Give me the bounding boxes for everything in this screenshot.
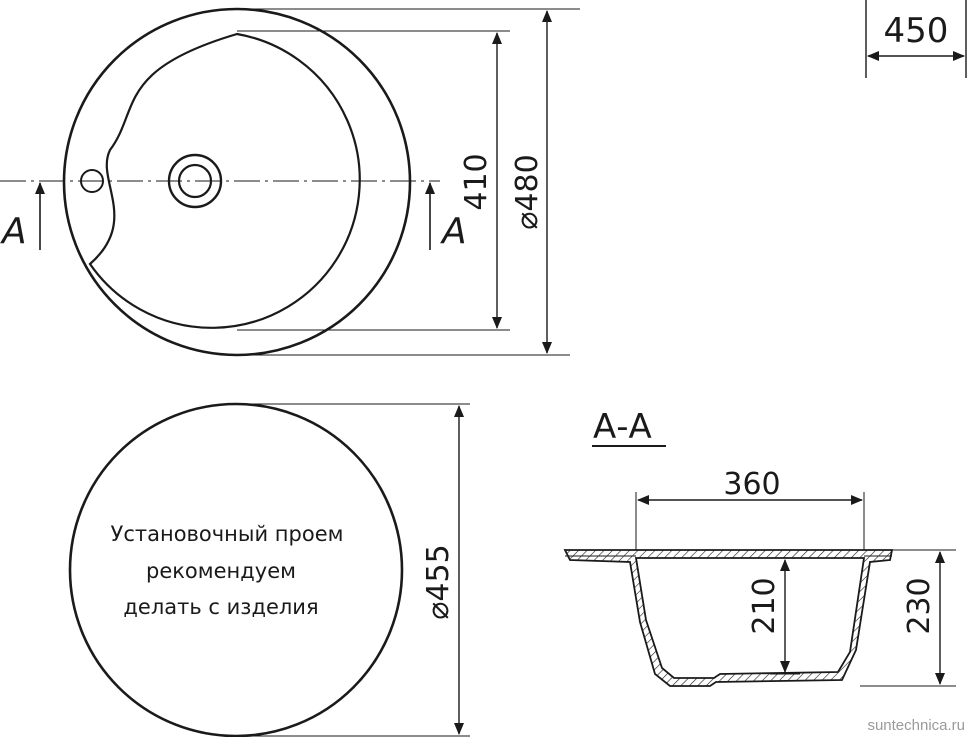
note-line-1: Установочный проем: [111, 522, 344, 546]
section-view: А-А 360 210 230: [563, 407, 956, 687]
bowl-inner-contour: [88, 32, 361, 329]
dim-label-480: ⌀480: [510, 154, 545, 229]
dim-label-455: ⌀455: [421, 544, 456, 619]
sink-section-body: [563, 549, 894, 687]
cutout-view: ⌀455 Установочный проем рекомендуем дела…: [68, 402, 470, 737]
note-line-2: рекомендуем: [146, 559, 296, 583]
dim-label-230: 230: [902, 577, 937, 634]
section-mark-right: A: [440, 211, 467, 252]
dim-label-410: 410: [459, 153, 494, 210]
section-title: А-А: [593, 407, 652, 447]
corner-dimension: 450: [865, 0, 967, 78]
drain-icon: [167, 153, 223, 209]
watermark: suntechnica.ru: [867, 717, 965, 734]
section-mark-left: A: [0, 211, 27, 252]
note-line-3: делать с изделия: [123, 595, 318, 619]
sink-outer-rim: [62, 7, 412, 357]
dim-label-450: 450: [884, 11, 949, 51]
dim-label-360: 360: [723, 467, 780, 502]
top-view: 410 ⌀480 A A: [0, 7, 580, 357]
overflow-hole: [80, 169, 104, 193]
dim-label-210: 210: [747, 577, 782, 634]
